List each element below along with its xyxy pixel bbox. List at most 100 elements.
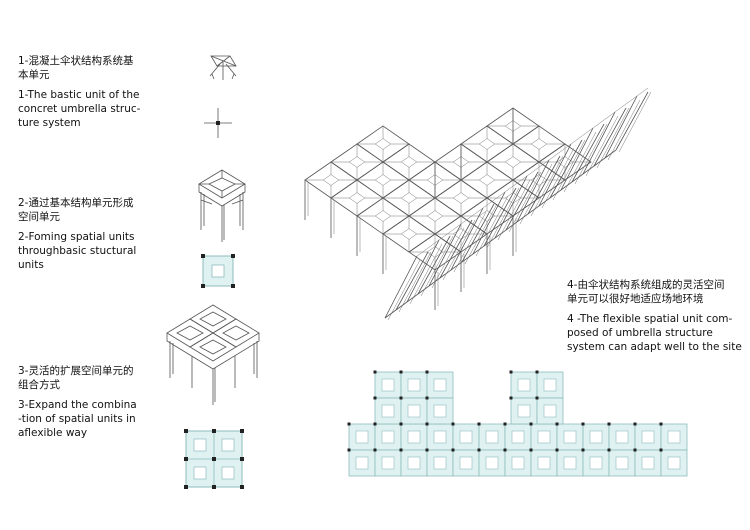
- plan-column: [633, 422, 637, 426]
- plan-column: [503, 448, 507, 452]
- plan-column: [425, 448, 429, 452]
- axon-roof-rib: [384, 255, 418, 319]
- axon-roof-rib: [505, 171, 539, 231]
- plan-column: [555, 448, 559, 452]
- plan-column: [373, 422, 377, 426]
- plan-cell-core: [543, 404, 557, 418]
- step-2-zh: 2-通过基本结构单元形成 空间单元: [18, 197, 134, 223]
- plan-column: [477, 448, 481, 452]
- axon-roof-rib: [615, 91, 649, 151]
- axon-roof-rib: [516, 159, 550, 223]
- axon-cell-core: [374, 174, 392, 186]
- plan-cell-core: [381, 430, 395, 444]
- plan-cell-core: [433, 430, 447, 444]
- axon-roof-rib: [461, 203, 495, 263]
- axon-roof-rib: [398, 251, 432, 313]
- plan-cell-core: [381, 404, 395, 418]
- plan-column: [509, 396, 513, 400]
- plan-cell-core: [517, 378, 531, 392]
- axon-cell-core: [400, 156, 418, 168]
- axon-roof-rib: [519, 163, 553, 225]
- axon-roof-rib: [552, 139, 586, 201]
- axon-cell-core: [374, 138, 392, 150]
- axon-cell-core: [452, 192, 470, 204]
- plan-cell-core: [667, 456, 681, 470]
- plan-cell-core: [407, 404, 421, 418]
- plan-cell-core: [433, 378, 447, 392]
- axon-roof-rib: [593, 107, 627, 167]
- combined-unit-plan: [184, 429, 244, 489]
- step-4-en: 4 -The flexible spatial unit com- posed …: [567, 313, 742, 353]
- axon-cell-core: [478, 174, 496, 186]
- plan-column: [399, 396, 403, 400]
- plan-cell-core: [667, 430, 681, 444]
- axon-roof-rib: [530, 155, 564, 217]
- axon-cell-core: [374, 210, 392, 222]
- axon-roof-rib: [409, 243, 443, 305]
- plan-column: [425, 396, 429, 400]
- axon-cell-core: [348, 156, 366, 168]
- axon-roof-rib: [450, 207, 484, 271]
- plan-cell-core: [589, 456, 603, 470]
- plan-column: [347, 448, 351, 452]
- axon-cell-core: [322, 174, 340, 186]
- plan-column: [399, 422, 403, 426]
- plan-column: [529, 448, 533, 452]
- axon-roof-edge: [416, 87, 649, 257]
- plan-cell-core: [355, 456, 369, 470]
- axon-roof-rib: [585, 115, 619, 177]
- plan-column: [503, 422, 507, 426]
- plan-cell-core: [433, 404, 447, 418]
- axon-roof-rib: [560, 127, 594, 191]
- step-2-label: 2-通过基本结构单元形成 空间单元 2-Foming spatial units…: [18, 196, 168, 272]
- axon-cell-core: [530, 138, 548, 150]
- plan-cell-core: [537, 456, 551, 470]
- axon-roof-rib: [604, 95, 638, 159]
- axon-cell-core: [504, 156, 522, 168]
- axon-roof-rib: [574, 123, 608, 185]
- axon-roof-rib: [475, 195, 509, 257]
- plan-cell-core: [459, 430, 473, 444]
- plan-column: [451, 448, 455, 452]
- axon-roof-rib: [431, 227, 465, 289]
- plan-column: [535, 370, 539, 374]
- step-3-en: 3-Expand the combina -tion of spatial un…: [18, 399, 137, 439]
- axon-roof-rib: [464, 203, 498, 265]
- axon-roof-rib: [508, 171, 542, 233]
- axon-roof-rib: [494, 175, 528, 239]
- axon-roof-rib: [420, 235, 454, 297]
- plan-column: [477, 422, 481, 426]
- plan-cell-core: [511, 456, 525, 470]
- plan-column: [535, 396, 539, 400]
- axon-roof-rib: [406, 239, 440, 303]
- plan-column: [373, 448, 377, 452]
- plan-cell-core: [407, 430, 421, 444]
- plan-cell-core: [543, 378, 557, 392]
- plan-column: [607, 422, 611, 426]
- plan-column: [399, 370, 403, 374]
- plan-column: [373, 396, 377, 400]
- plan-cell-core: [355, 430, 369, 444]
- plan-column: [509, 370, 513, 374]
- step-1-en: 1-The bastic unit of the concret umbrell…: [18, 89, 141, 129]
- step-4-zh: 4-由伞状结构系统组成的灵活空间 单元可以很好地适应场地环境: [567, 279, 725, 305]
- axon-roof-rib: [387, 259, 421, 321]
- axon-roof-rib: [549, 139, 583, 199]
- plan-column: [529, 422, 533, 426]
- step-3-zh: 3-灵活的扩展空间单元的 组合方式: [18, 365, 134, 391]
- plan-cell-core: [407, 378, 421, 392]
- basic-unit-axon: [209, 55, 237, 80]
- plan-cell-core: [433, 456, 447, 470]
- plan-column: [659, 448, 663, 452]
- axon-roof-rib: [618, 91, 652, 153]
- axon-roof-rib: [541, 147, 575, 209]
- plan-column: [633, 448, 637, 452]
- plan-cell-core: [485, 456, 499, 470]
- plan-cell-core: [511, 430, 525, 444]
- plan-column: [555, 422, 559, 426]
- axon-roof-rib: [607, 99, 641, 161]
- axon-roof-rib: [582, 111, 616, 175]
- plan-column: [607, 448, 611, 452]
- step-3-label: 3-灵活的扩展空间单元的 组合方式 3-Expand the combina -…: [18, 364, 168, 440]
